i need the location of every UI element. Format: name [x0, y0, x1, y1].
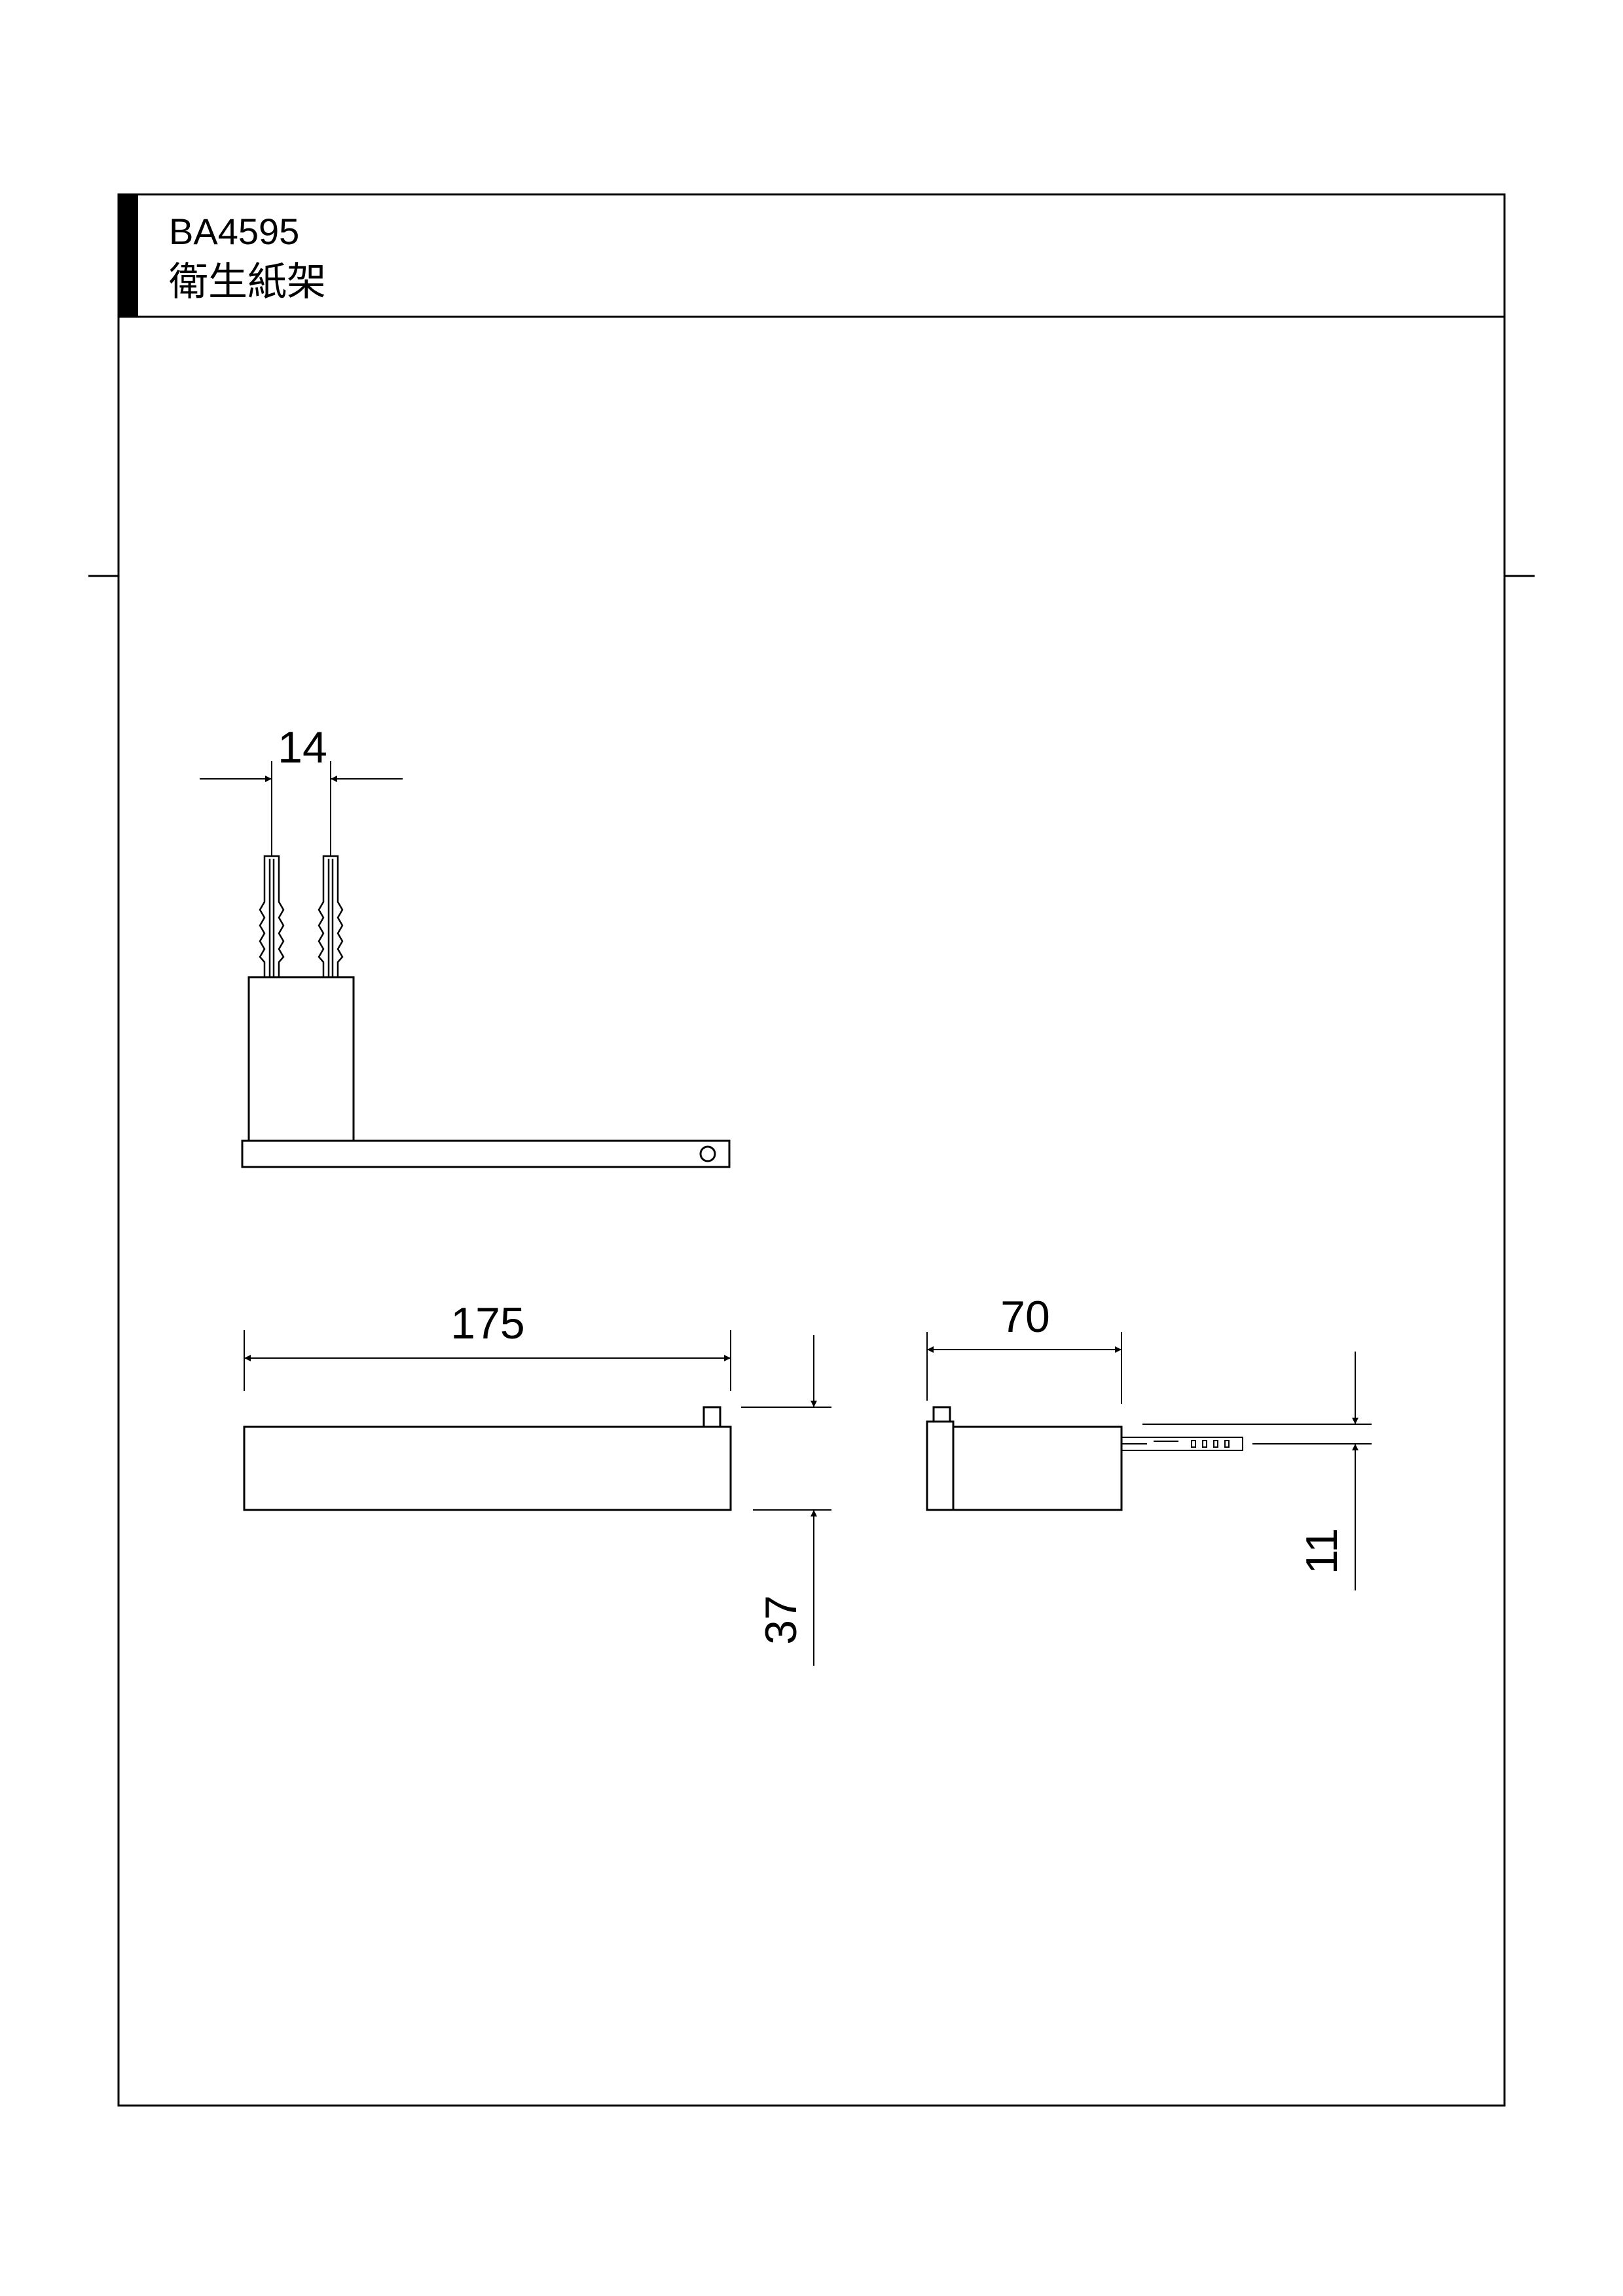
- dimension-offset: [1142, 1352, 1372, 1590]
- front-view-body: [243, 1426, 732, 1511]
- wall-anchor: [318, 855, 344, 977]
- front-view-roll-stop: [702, 1406, 721, 1428]
- side-view-roll-stop: [932, 1406, 951, 1423]
- model-code: BA4595: [169, 211, 300, 252]
- dimension-label-length: 175: [450, 1299, 524, 1348]
- dimension-label-anchor-spacing: 14: [278, 723, 327, 772]
- side-view: [926, 1332, 1372, 1590]
- title-bar-accent: [119, 194, 138, 317]
- dimension-height: [741, 1335, 831, 1666]
- dimension-label-depth: 70: [1000, 1292, 1050, 1342]
- drawing-frame: [88, 193, 1535, 2107]
- frame-border: [117, 193, 1506, 2107]
- dimension-label-offset: 11: [1297, 1528, 1347, 1575]
- product-name: 衛生紙架: [169, 259, 326, 305]
- dimension-length: [244, 1330, 731, 1391]
- top-view-base-plate: [247, 976, 355, 1142]
- dimension-anchor-spacing: [200, 761, 403, 856]
- top-view-arm-hole: [699, 1145, 716, 1162]
- dimension-label-height: 37: [756, 1595, 806, 1645]
- wall-anchor: [259, 855, 285, 977]
- dimension-depth: [926, 1332, 1122, 1404]
- side-view-body: [952, 1426, 1123, 1511]
- side-view-base-plate: [926, 1420, 955, 1511]
- wall-anchor: [1121, 1437, 1243, 1451]
- top-view: [200, 761, 731, 1168]
- top-view-arm: [241, 1139, 731, 1168]
- front-view: [243, 1330, 831, 1666]
